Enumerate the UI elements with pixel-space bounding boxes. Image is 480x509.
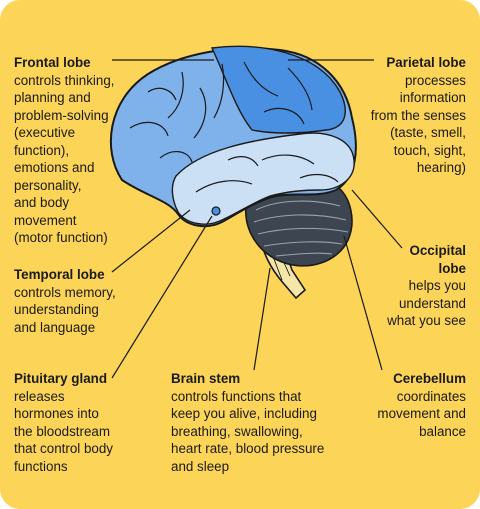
parietal-lobe-desc: processes information from the senses (t…	[370, 72, 466, 176]
occipital-lobe-label: Occipital lobe helps you understand what…	[387, 242, 466, 330]
parietal-lobe-title: Parietal lobe	[386, 55, 466, 70]
brain-stem-title: Brain stem	[171, 371, 241, 386]
pituitary-gland-title: Pituitary gland	[14, 371, 108, 386]
pituitary-gland	[211, 206, 221, 216]
temporal-lobe-title: Temporal lobe	[14, 267, 105, 282]
cerebrum-folds	[129, 61, 339, 193]
brain-stem-label: Brain stem controls functions that keep …	[171, 370, 324, 475]
pituitary-leader	[111, 215, 213, 379]
cerebellum-folds	[253, 200, 349, 257]
parietal-lobe	[210, 45, 346, 134]
brainstem-leader	[253, 267, 271, 371]
frontal-lobe-desc: controls thinking, planning and problem-…	[14, 72, 115, 246]
cerebellum-label: Cerebellum coordinates movement and bala…	[377, 370, 466, 440]
temporal-lobe	[171, 132, 355, 225]
occipital-lobe-title: Occipital lobe	[409, 243, 466, 276]
pituitary-gland-desc: releases hormones into the bloodstream t…	[14, 388, 114, 474]
leader-lines	[111, 59, 403, 379]
parietal-lobe-label: Parietal lobe processes information from…	[371, 54, 466, 177]
cerebellum-title: Cerebellum	[393, 371, 466, 386]
frontal-lobe-title: Frontal lobe	[14, 55, 91, 70]
cerebellum-leader	[343, 235, 383, 371]
temporal-lobe-label: Temporal lobe controls memory, understan…	[14, 266, 116, 336]
frontal-lobe-label: Frontal lobe controls thinking, planning…	[14, 54, 114, 247]
cerebellum-desc: coordinates movement and balance	[377, 388, 466, 439]
brain-stem-desc: controls functions that keep you alive, …	[171, 388, 325, 474]
pituitary-gland-label: Pituitary gland releases hormones into t…	[14, 370, 113, 475]
temporal-lobe-desc: controls memory, understanding and langu…	[14, 284, 116, 335]
temporal-leader	[111, 209, 191, 273]
occipital-leader	[351, 189, 403, 249]
occipital-lobe-desc: helps you understand what you see	[387, 278, 466, 328]
